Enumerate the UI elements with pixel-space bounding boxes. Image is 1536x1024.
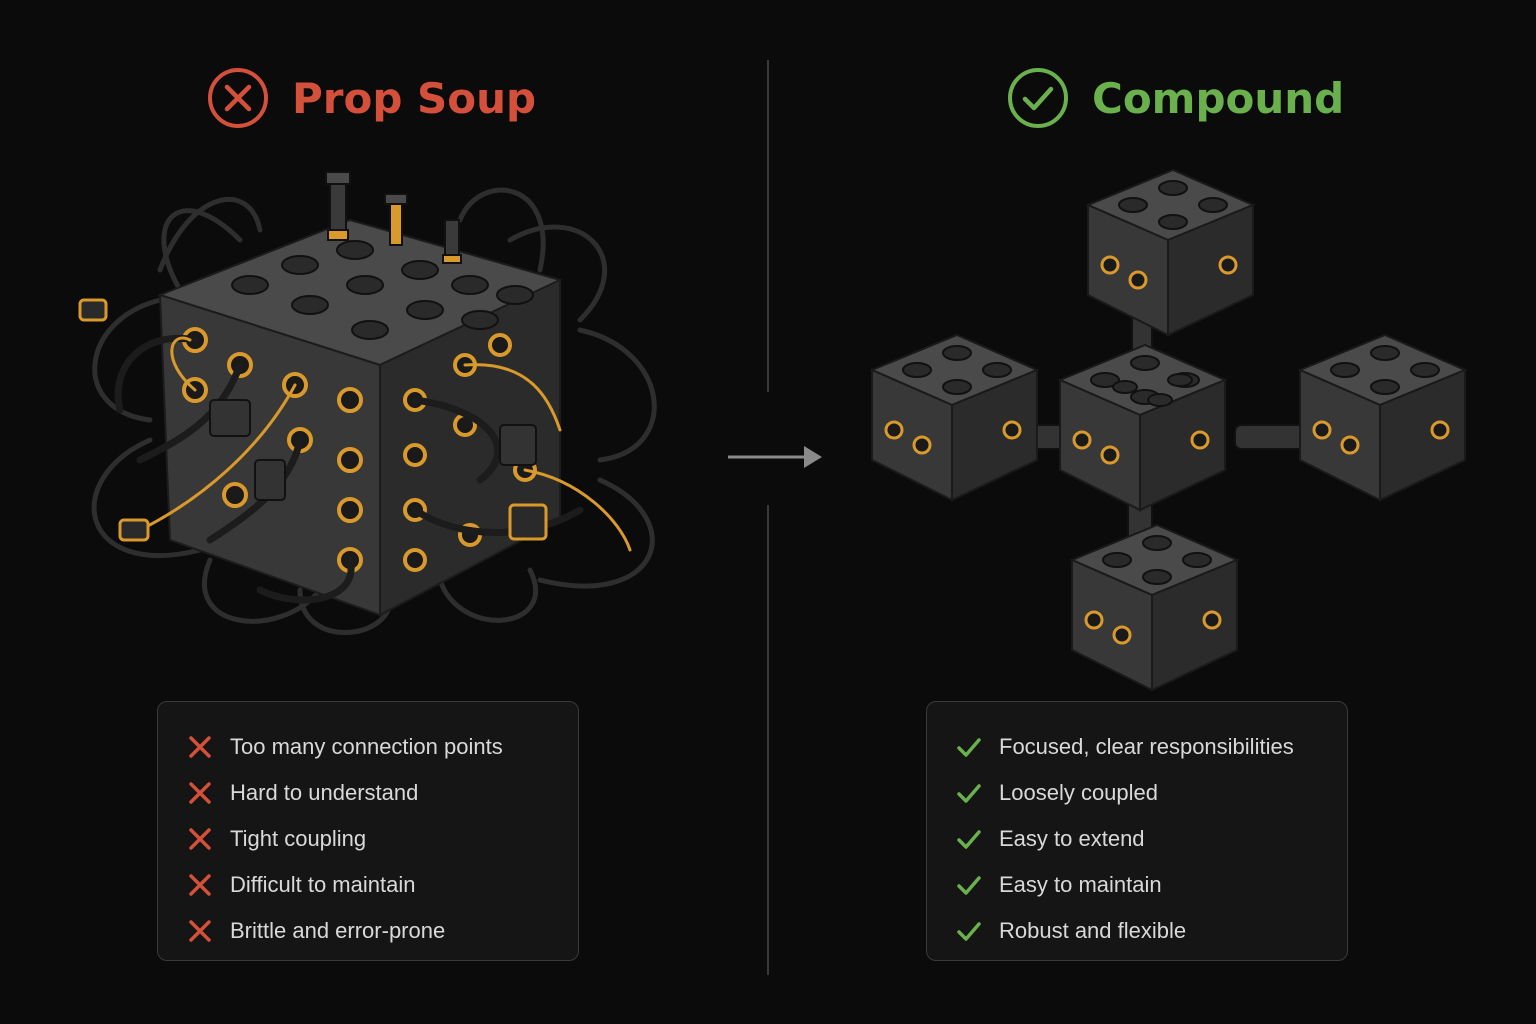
prop-soup-heading: Prop Soup — [206, 66, 536, 130]
prop-soup-drawbacks-list: Too many connection points Hard to under… — [157, 701, 579, 961]
list-item-label: Loosely coupled — [999, 780, 1159, 805]
list-item: Difficult to maintain — [186, 862, 578, 908]
x-mark-icon — [189, 782, 211, 804]
list-item: Tight coupling — [186, 816, 578, 862]
x-mark-icon — [189, 736, 211, 758]
x-mark-icon — [189, 874, 211, 896]
check-mark-icon — [957, 738, 981, 757]
check-mark-icon — [957, 876, 981, 895]
x-mark-icon — [189, 828, 211, 850]
x-circle-icon — [208, 68, 268, 128]
list-item: Loosely coupled — [955, 770, 1347, 816]
list-item-label: Too many connection points — [230, 734, 503, 759]
list-item-label: Difficult to maintain — [230, 872, 416, 897]
check-mark-icon — [957, 784, 981, 803]
list-item-label: Focused, clear responsibilities — [999, 734, 1294, 759]
list-item: Focused, clear responsibilities — [955, 724, 1347, 770]
list-item-label: Brittle and error-prone — [230, 918, 446, 943]
compound-benefits-list: Focused, clear responsibilities Loosely … — [926, 701, 1348, 961]
check-mark-icon — [957, 922, 981, 941]
list-item: Hard to understand — [186, 770, 578, 816]
list-item-label: Robust and flexible — [999, 918, 1187, 943]
list-item: Easy to extend — [955, 816, 1347, 862]
check-circle-icon — [1008, 68, 1068, 128]
list-item-label: Easy to extend — [999, 826, 1145, 851]
list-item: Too many connection points — [186, 724, 578, 770]
arrow-right-icon — [728, 446, 822, 468]
check-mark-icon — [957, 830, 981, 849]
list-item: Easy to maintain — [955, 862, 1347, 908]
compound-heading: Compound — [1006, 66, 1344, 130]
list-item: Brittle and error-prone — [186, 908, 578, 954]
divider-top — [767, 60, 769, 392]
list-item-label: Easy to maintain — [999, 872, 1162, 897]
list-item: Robust and flexible — [955, 908, 1347, 954]
prop-soup-title: Prop Soup — [292, 73, 537, 123]
compound-blocks-illustration — [870, 168, 1467, 692]
tangled-block-illustration — [78, 171, 657, 635]
list-item-label: Hard to understand — [230, 780, 419, 805]
divider-bottom — [767, 505, 769, 975]
compound-title: Compound — [1092, 73, 1345, 123]
list-item-label: Tight coupling — [230, 826, 367, 851]
x-mark-icon — [189, 920, 211, 942]
